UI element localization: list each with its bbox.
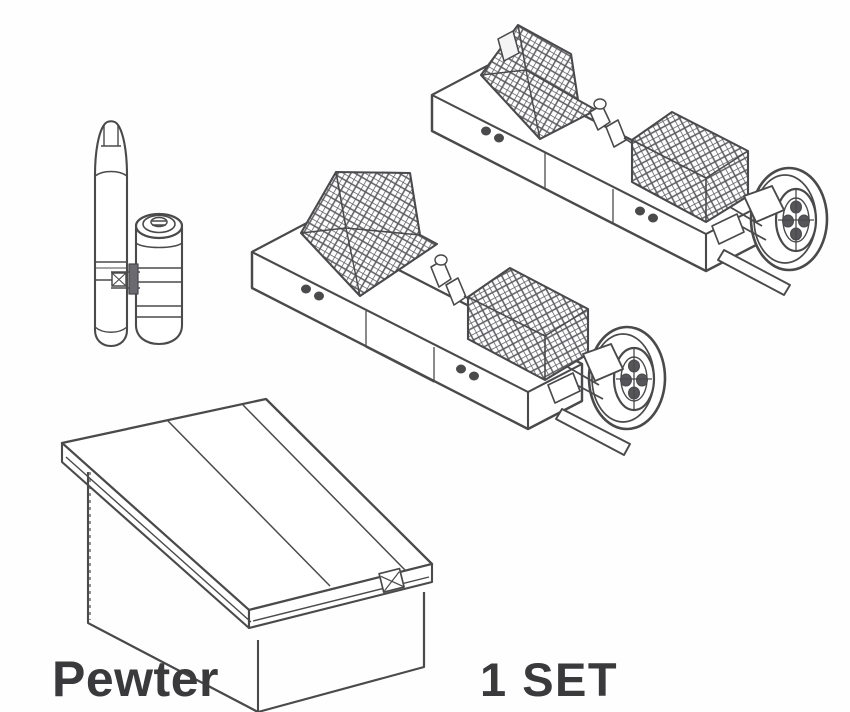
gas-cylinder-short [134,212,184,346]
gas-cylinder-tall [93,120,129,348]
equipment-block-upper-a [479,23,598,141]
tool-chest [60,397,434,712]
material-label: Pewter [52,651,219,707]
chassis-assembly-upper [430,23,829,296]
drawbar-lower [555,408,631,456]
equipment-fittings-lower [430,254,477,306]
quantity-label: 1 SET [480,653,619,706]
chassis-assembly-lower [250,170,667,456]
chest-latch [378,567,405,593]
hub-bracket-upper [743,185,785,223]
chest-lid-seam-1 [167,420,331,587]
cylinder-strap [111,263,140,295]
wheel-upper [711,166,829,272]
rail-bolt-dots-upper [481,126,658,223]
wheel-lower [547,325,667,431]
hub-bracket-lower [582,343,624,382]
rail-bolt-dots-lower [301,284,479,381]
gas-cylinders-group [93,120,184,348]
chest-lid-seam-2 [242,404,406,571]
drawbar-upper [717,249,791,296]
equipment-block-lower-a [299,170,439,298]
